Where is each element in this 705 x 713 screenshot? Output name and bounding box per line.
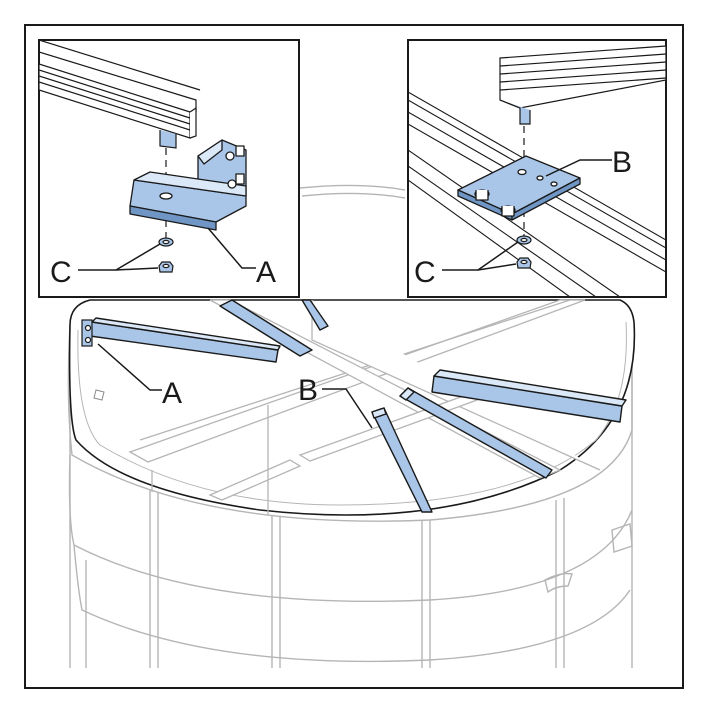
- label-inset-left-c: C: [50, 256, 72, 289]
- outer-frame: [24, 24, 684, 689]
- fasteners-c-right: [516, 235, 532, 269]
- label-main-b: B: [298, 374, 318, 407]
- inset-right: B C: [407, 39, 667, 298]
- tank-rim: [68, 299, 636, 516]
- leader-inset-right-c-bot: [477, 263, 517, 271]
- leader-inset-right-b: [545, 159, 612, 177]
- inset-left: A C: [38, 39, 300, 298]
- left-channel-rail: [39, 40, 201, 149]
- leader-inset-left-c-bot: [115, 267, 159, 271]
- label-main-a: A: [162, 377, 182, 410]
- bracket-a: [129, 139, 247, 231]
- main-illustration: A B: [67, 184, 636, 668]
- leader-main-a: [97, 343, 162, 391]
- rim-bracket-a: [81, 319, 93, 347]
- plate-b: [457, 155, 581, 221]
- label-inset-right-c: C: [414, 256, 436, 289]
- label-inset-left-a: A: [256, 256, 276, 289]
- leader-main-b: [322, 388, 373, 429]
- label-inset-right-b: B: [612, 146, 632, 179]
- right-upper-rail: [499, 45, 666, 125]
- leader-inset-left-a: [207, 227, 256, 269]
- fasteners-c-left: [158, 237, 174, 273]
